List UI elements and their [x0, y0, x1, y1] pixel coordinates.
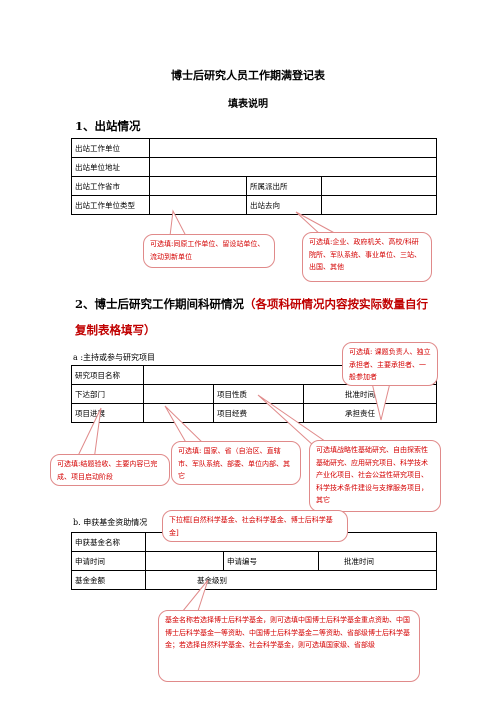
table-row: 出站单位地址: [71, 157, 438, 177]
callout-tail: [75, 407, 102, 461]
exit-info-table: 出站工作单位 出站单位地址 出站工作省市 所属派出所 出站工作单位类型 出站去向: [71, 138, 438, 215]
fund-level-cell[interactable]: 基金级别: [144, 570, 438, 590]
section2-heading-note: （各项科研情况内容按实际数量自行复制表格填写）: [75, 297, 428, 337]
exit-destination-field[interactable]: [320, 195, 438, 215]
table-row: 出站工作单位: [71, 138, 438, 158]
fund-approval-time-label: 批准时间: [344, 556, 374, 566]
table-row: 申请时间 申请编号 批准时间: [71, 551, 438, 571]
page-subtitle: 填表说明: [228, 99, 268, 110]
section2-heading-text: 2、博士后研究工作期间科研情况: [75, 297, 244, 311]
callout-tail: [169, 209, 187, 237]
callout-dept: 可选填: 国家、省（自治区、直辖市、军队系统、部委、单位内部、其它: [171, 441, 301, 485]
fund-level-label: 基金级别: [197, 575, 227, 585]
callout-destination: 可选填:企业、政府机关、高校/科研院所、军队系统、事业单位、三站、出国、其他: [302, 232, 432, 282]
table-row: 出站工作省市 所属派出所: [71, 176, 438, 196]
table-row: 下达部门 项目性质 批准时间: [71, 384, 438, 404]
fund-table: 申获基金名称 申请时间 申请编号 批准时间 基金金额 基金级别: [71, 532, 438, 590]
page-title: 博士后研究人员工作期满登记表: [171, 69, 325, 82]
callout-nature: 可选填战略性基础研究、自由探索性基础研究、应用研究项目、科学技术产业化项目、社会…: [309, 440, 441, 512]
part-b-label: b. 申获基金资助情况: [73, 518, 148, 527]
table-row: 项目进展 项目经费 承担责任: [71, 403, 438, 423]
callout-tail: [371, 382, 391, 421]
exit-destination-label: 出站去向: [246, 195, 322, 215]
callout-responsibility: 可选填: 课题负责人、独立承担者、主要承担者、一般参加者: [342, 342, 438, 386]
fund-amount-label: 基金金额: [71, 570, 146, 590]
table-row: 出站工作单位类型 出站去向: [71, 195, 438, 215]
table-row: 基金金额 基金级别: [71, 570, 438, 590]
research-project-table: 研究项目名称 下达部门 项目性质 批准时间 项目进展 项目经费 承担责任: [71, 365, 438, 423]
callout-fund-dropdown: 下拉框[自然科学基金、社会科学基金、博士后科学基金]: [162, 510, 348, 542]
part-a-label: a :主持或参与研究项目: [73, 353, 156, 362]
callout-fund-level: 基金名称若选择博士后科学基金，则可选填中国博士后科学基金重点资助、中国博士后科学…: [158, 610, 420, 682]
callout-tail: [164, 405, 208, 447]
approval-time-label: 批准时间: [345, 389, 375, 399]
section2-heading: 2、博士后研究工作期间科研情况（各项科研情况内容按实际数量自行复制表格填写）: [75, 291, 435, 343]
responsibility-cell[interactable]: 承担责任: [302, 403, 438, 423]
responsibility-label: 承担责任: [345, 408, 375, 418]
callout-tail: [257, 394, 334, 447]
callout-unit-type: 可选填:同原工作单位、留设站单位、流动到新单位: [143, 234, 275, 268]
callout-progress: 可选填:结题验收、主要内容已完成、项目启动阶段: [50, 454, 170, 486]
section1-heading: 1、出站情况: [75, 119, 141, 133]
